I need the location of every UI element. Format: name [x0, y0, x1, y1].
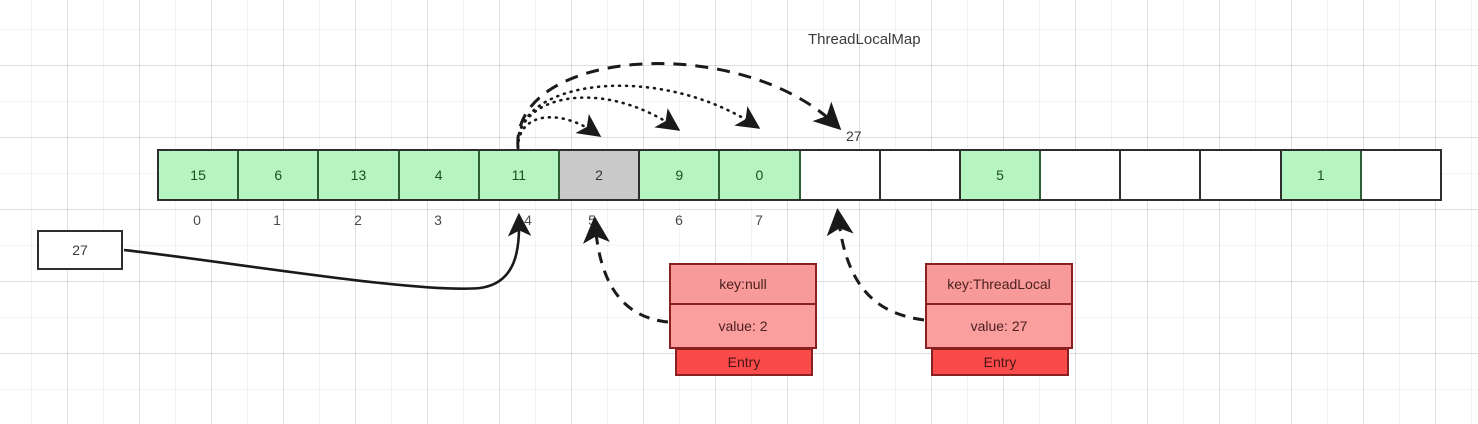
probe-arc-4-to-7	[516, 84, 761, 150]
array-cell-0[interactable]: 15	[159, 151, 240, 199]
source-to-index4-pointer	[123, 212, 532, 290]
entry-stale-value: value: 2	[669, 305, 817, 349]
array-index-label-3: 3	[434, 212, 442, 228]
entry-stale-tag: Entry	[675, 348, 813, 376]
array-index-label-6: 6	[675, 212, 683, 228]
array-cell-13[interactable]	[1201, 151, 1282, 199]
array-cell-12[interactable]	[1121, 151, 1202, 199]
array-cell-3[interactable]: 4	[399, 151, 480, 199]
array-index-label-0: 0	[193, 212, 201, 228]
threadlocalmap-array: 15 6 13 4 11 2 9 0 5 1	[157, 149, 1442, 201]
array-cell-10[interactable]: 5	[960, 151, 1042, 199]
diagram-title: ThreadLocalMap	[808, 31, 921, 48]
array-cell-15[interactable]	[1361, 151, 1440, 199]
probe-arc-4-to-6	[516, 96, 681, 150]
entry-stale-key: key:null	[669, 263, 817, 305]
entry-new-key: key:ThreadLocal	[925, 263, 1073, 305]
array-cell-8[interactable]	[800, 151, 881, 199]
array-cell-5[interactable]: 2	[559, 151, 641, 199]
array-index-label-1: 1	[273, 212, 281, 228]
array-cell-6[interactable]: 9	[640, 151, 721, 199]
array-index-label-2: 2	[354, 212, 362, 228]
array-cell-14[interactable]: 1	[1281, 151, 1362, 199]
entry-stale: key:null value: 2 Entry	[669, 263, 817, 376]
source-value-box[interactable]: 27	[37, 230, 123, 270]
array-index-label-4: 4	[524, 212, 532, 228]
entry-new-value: value: 27	[925, 305, 1073, 349]
stale-entry-pointer	[582, 216, 669, 324]
array-cell-1[interactable]: 6	[239, 151, 320, 199]
insert-index-label: 27	[846, 128, 862, 144]
new-entry-pointer	[826, 208, 925, 322]
array-cell-7[interactable]: 0	[720, 151, 801, 199]
probe-arc-4-to-5	[516, 113, 602, 150]
array-cell-9[interactable]	[880, 151, 961, 199]
insert-arc-4-to-8	[516, 62, 842, 149]
entry-new: key:ThreadLocal value: 27 Entry	[925, 263, 1073, 376]
entry-new-tag: Entry	[931, 348, 1069, 376]
array-cell-4[interactable]: 11	[479, 151, 560, 199]
array-cell-2[interactable]: 13	[319, 151, 400, 199]
array-index-label-7: 7	[755, 212, 763, 228]
array-cell-11[interactable]	[1041, 151, 1122, 199]
array-index-label-5: 5	[588, 212, 596, 228]
